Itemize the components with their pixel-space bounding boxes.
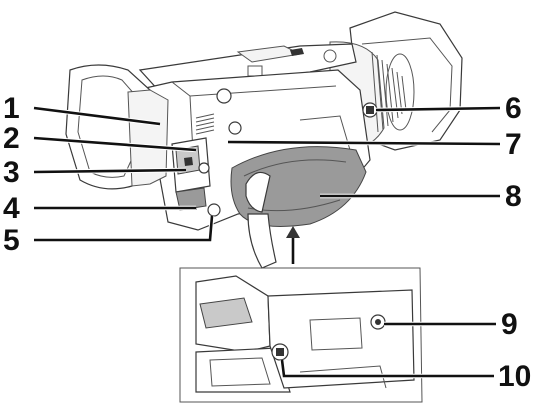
callout-8: 8 xyxy=(505,180,522,213)
callout-7: 7 xyxy=(505,128,522,161)
bottom-view-inset xyxy=(179,267,423,403)
callout-3: 3 xyxy=(3,156,20,189)
callout-10: 10 xyxy=(498,360,531,393)
callout-1: 1 xyxy=(3,92,20,125)
camcorder-body xyxy=(65,11,463,269)
leader-lines xyxy=(33,105,501,379)
callout-6: 6 xyxy=(505,92,522,125)
callout-4: 4 xyxy=(3,192,20,225)
callout-5: 5 xyxy=(3,224,20,257)
callout-labels: 1 2 3 4 5 6 7 8 9 10 xyxy=(3,92,531,393)
callout-9: 9 xyxy=(501,308,518,341)
callout-2: 2 xyxy=(3,122,20,155)
